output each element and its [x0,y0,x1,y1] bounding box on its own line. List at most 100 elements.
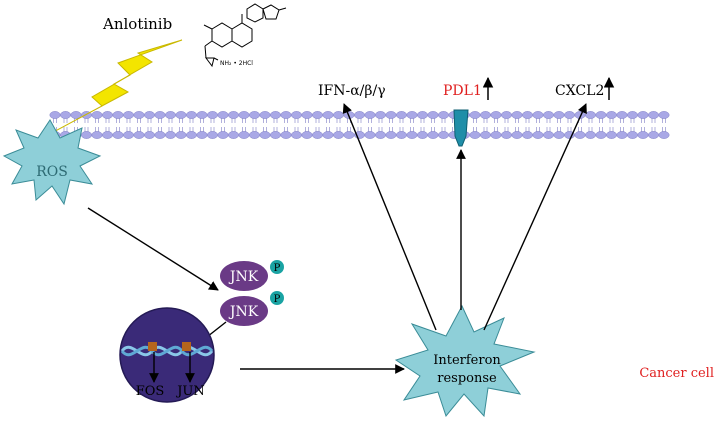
membrane-bead [301,131,313,139]
membrane-bead [207,111,218,119]
dna-strand-b [120,345,214,357]
membrane-bead [49,111,61,119]
membrane-bead [217,111,229,119]
arrow-interferon-to-cxcl2 [483,103,587,331]
membrane-bead [627,131,638,139]
membrane-bead [102,111,113,119]
membrane-bead [417,111,428,119]
membrane-bead [238,131,250,139]
membrane-bead [438,111,449,119]
membrane-bead [123,111,134,119]
membrane-bead [585,111,596,119]
membrane-bead [364,111,376,119]
interferon-label-line2: response [437,371,497,386]
membrane-bead [186,111,197,119]
membrane-bead [480,111,491,119]
membrane-bead [648,131,659,139]
membrane-bead [648,111,659,119]
membrane-bead [81,131,92,139]
membrane-bead [228,111,239,119]
membrane-bead [102,131,113,139]
membrane-bead [616,111,628,119]
membrane-bead [196,111,208,119]
jnk-top-oval [220,261,268,291]
membrane-bead [469,111,481,119]
membrane-bead [606,131,617,139]
membrane-bead [312,111,323,119]
membrane-bead [637,111,649,119]
membrane-bead [280,131,292,139]
membrane-bead [144,131,155,139]
phospho-bottom-label: P [274,294,281,305]
membrane-bead [658,131,670,139]
membrane-bead [259,131,271,139]
cxcl2-label: CXCL2 [555,83,604,99]
membrane-bead [333,111,344,119]
membrane-bead [249,111,260,119]
membrane-bead [522,131,533,139]
membrane-bead [228,131,239,139]
jun-label: JUN [175,384,205,399]
membrane-bead [564,111,575,119]
membrane-bead [553,111,565,119]
membrane-bead [175,111,187,119]
membrane-bead [543,131,554,139]
membrane-bead [658,111,670,119]
membrane-bead [543,111,554,119]
membrane-bead [375,131,386,139]
membrane-bead [595,131,607,139]
membrane-bead [133,111,145,119]
membrane-bead [490,111,502,119]
membrane-bead [627,111,638,119]
pdl1-receptor-icon [453,109,469,147]
membrane-bead [375,111,386,119]
anlotinib-structure-icon [203,3,287,68]
membrane-bead [606,111,617,119]
membrane-bead [249,131,260,139]
membrane-bead [217,131,229,139]
membrane-bead [396,131,407,139]
membrane-bead [207,131,218,139]
cancer-cell-label: Cancer cell [639,366,714,381]
membrane-bead [501,131,512,139]
arrow-interferon-to-ifn [342,103,437,331]
membrane-bead [291,111,302,119]
membrane-bead [469,131,481,139]
membrane-bead [165,111,176,119]
membrane-bead [123,131,134,139]
membrane-bead [144,111,155,119]
membrane-bead [427,131,439,139]
membrane-bead [133,131,145,139]
membrane-bead [91,111,103,119]
fos-gene-marker [148,342,157,351]
membrane-bead [186,131,197,139]
membrane-bead [637,131,649,139]
ros-starburst [2,119,102,206]
membrane-bead [91,131,103,139]
drug-name-label: Anlotinib [102,15,172,33]
membrane-bead [417,131,428,139]
membrane-bead [616,131,628,139]
phospho-top-label: P [274,263,281,274]
membrane-bead [406,131,418,139]
jun-gene-marker [182,342,191,351]
membrane-bead [175,131,187,139]
phospho-top-icon [270,260,284,274]
membrane-bead [490,131,502,139]
membrane-bead [291,131,302,139]
ros-label: ROS [36,164,68,180]
membrane-bead [511,111,523,119]
membrane-bead [165,131,176,139]
jnk-bottom-oval [220,296,268,326]
fos-label: FOS [136,384,165,399]
arrow-ros-to-jnk [87,207,219,291]
membrane-bead [343,131,355,139]
membrane-bead [385,111,397,119]
membrane-bead [154,131,166,139]
membrane-bead [396,111,407,119]
membrane-bead [364,131,376,139]
interferon-label-line1: Interferon [433,353,501,368]
membrane-bead [595,111,607,119]
cell-membrane [49,111,670,139]
